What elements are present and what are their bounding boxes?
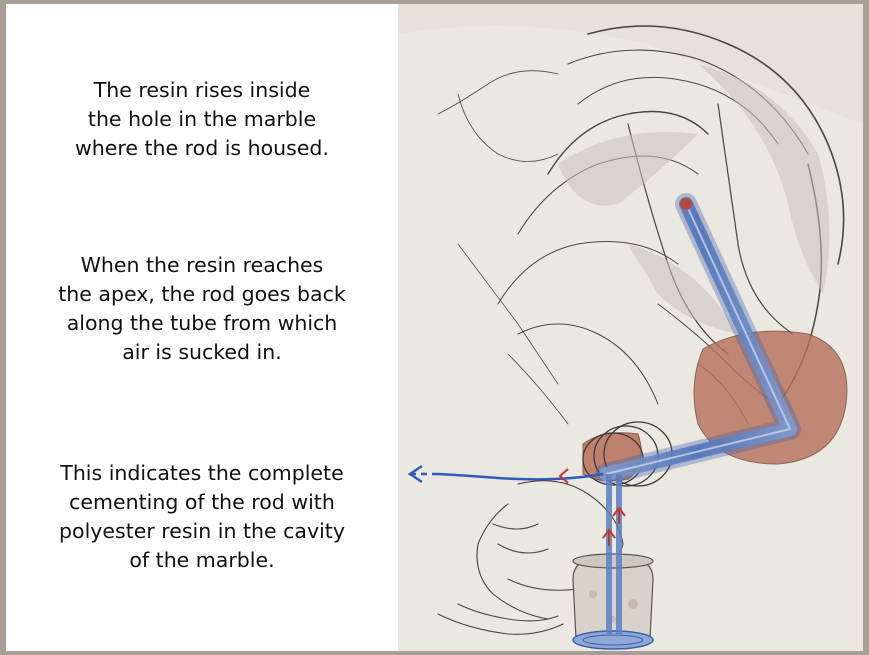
caption-paragraph-1: The resin rises inside the hole in the m… bbox=[16, 76, 388, 163]
paper-background bbox=[398, 4, 863, 651]
caption-paragraph-3: This indicates the complete cementing of… bbox=[16, 459, 388, 575]
caption-line: cementing of the rod with bbox=[16, 488, 388, 517]
caption-line: When the resin reaches bbox=[16, 251, 388, 280]
slide-frame: The resin rises inside the hole in the m… bbox=[6, 4, 863, 651]
caption-line: where the rod is housed. bbox=[16, 134, 388, 163]
resin-jar bbox=[573, 554, 653, 649]
caption-panel: The resin rises inside the hole in the m… bbox=[6, 4, 398, 651]
caption-line: polyester resin in the cavity bbox=[16, 517, 388, 546]
caption-paragraph-2: When the resin reaches the apex, the rod… bbox=[16, 251, 388, 367]
sculpture-sketch bbox=[398, 4, 863, 651]
caption-line: The resin rises inside bbox=[16, 76, 388, 105]
rod-tip bbox=[680, 198, 692, 210]
caption-line: along the tube from which bbox=[16, 309, 388, 338]
sketch-drawing bbox=[398, 4, 863, 651]
caption-line: air is sucked in. bbox=[16, 338, 388, 367]
caption-line: the hole in the marble bbox=[16, 105, 388, 134]
caption-line: the apex, the rod goes back bbox=[16, 280, 388, 309]
caption-line: of the marble. bbox=[16, 546, 388, 575]
caption-line: This indicates the complete bbox=[16, 459, 388, 488]
